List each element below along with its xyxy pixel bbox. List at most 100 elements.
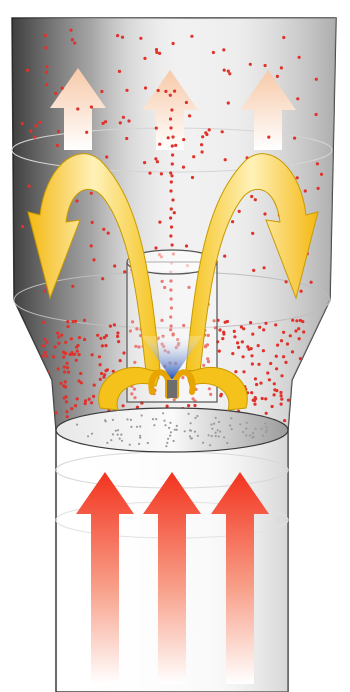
plate-hole	[208, 434, 210, 436]
particle	[73, 353, 76, 356]
particle	[171, 243, 174, 246]
plate-hole	[126, 418, 128, 420]
plate-hole	[190, 422, 192, 424]
particle	[21, 225, 24, 228]
particle	[242, 327, 245, 330]
particle	[171, 153, 174, 156]
particle	[139, 37, 142, 40]
particle	[113, 323, 116, 326]
particle	[257, 344, 260, 347]
particle	[191, 176, 194, 179]
particle	[304, 189, 307, 192]
particle	[280, 339, 283, 342]
plate-hole	[194, 431, 196, 433]
particle	[148, 172, 151, 175]
particle	[64, 341, 67, 344]
plate-hole	[210, 423, 212, 425]
particle	[275, 355, 278, 358]
particle	[169, 171, 172, 174]
particle	[169, 189, 172, 192]
particle	[201, 135, 204, 138]
particle	[69, 29, 72, 32]
particle	[249, 321, 252, 324]
particle	[231, 220, 234, 223]
plate-hole	[130, 426, 132, 428]
particle	[38, 370, 41, 373]
plate-hole	[112, 433, 114, 435]
particle	[259, 382, 262, 385]
particle	[253, 403, 256, 406]
particle	[169, 234, 172, 237]
particle	[26, 69, 29, 72]
particle	[171, 162, 174, 165]
particle	[64, 352, 67, 355]
plate-hole	[211, 435, 213, 437]
particle	[63, 370, 66, 373]
plate-hole	[218, 435, 220, 437]
particle	[105, 155, 108, 158]
particle	[296, 412, 299, 415]
particle	[122, 404, 125, 407]
plate-hole	[117, 434, 119, 436]
plate-hole	[218, 421, 220, 423]
plate-hole	[106, 442, 108, 444]
particle	[301, 320, 304, 323]
plate-hole	[170, 431, 172, 433]
particle	[250, 195, 253, 198]
plate-hole	[239, 423, 241, 425]
particle	[33, 136, 36, 139]
particle	[98, 355, 101, 358]
plate-hole	[194, 417, 196, 419]
particle	[251, 333, 254, 336]
plate-hole	[189, 435, 191, 437]
particle	[38, 121, 41, 124]
plate-hole	[215, 432, 217, 434]
particle	[91, 221, 94, 224]
particle	[253, 399, 256, 402]
plate-hole	[176, 429, 178, 431]
particle	[238, 210, 241, 213]
plate-hole	[209, 444, 211, 446]
particle	[170, 108, 173, 111]
particle	[289, 334, 292, 337]
particle	[170, 174, 173, 177]
particle	[171, 144, 174, 147]
plate-hole	[246, 422, 248, 424]
particle	[317, 187, 320, 190]
plate-hole	[91, 433, 93, 435]
plate-hole	[139, 437, 141, 439]
particle	[169, 216, 172, 219]
particle	[262, 328, 265, 331]
particle	[187, 404, 190, 407]
plate-hole	[169, 435, 171, 437]
particle	[47, 406, 50, 409]
plate-hole	[147, 442, 149, 444]
particle	[100, 90, 103, 93]
particle	[143, 57, 146, 60]
particle	[224, 158, 227, 161]
particle	[143, 161, 146, 164]
particle	[273, 393, 276, 396]
particle	[109, 325, 112, 328]
particle	[271, 405, 274, 408]
particle	[169, 94, 172, 97]
plate-hole	[174, 429, 176, 431]
particle	[250, 354, 253, 357]
particle	[218, 350, 221, 353]
particle	[66, 362, 69, 365]
plate-hole	[202, 442, 204, 444]
particle	[286, 342, 289, 345]
particle	[127, 119, 130, 122]
particle	[43, 338, 46, 341]
particle	[228, 72, 231, 75]
particle	[34, 124, 37, 127]
particle	[99, 337, 102, 340]
particle	[54, 345, 57, 348]
plate-hole	[87, 435, 89, 437]
plate-hole	[197, 435, 199, 437]
particle	[320, 173, 323, 176]
particle	[105, 334, 108, 337]
particle	[90, 192, 93, 195]
particle	[218, 328, 221, 331]
